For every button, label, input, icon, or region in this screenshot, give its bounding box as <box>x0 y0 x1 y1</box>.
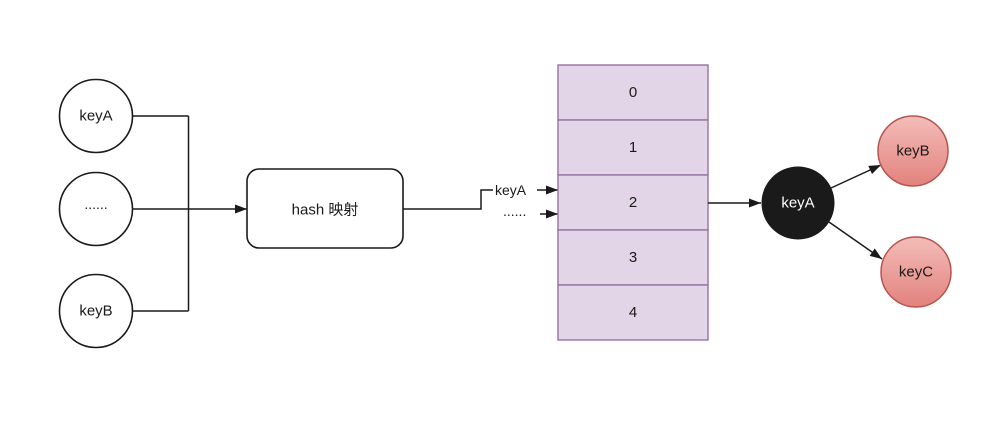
node-dots-left-label: ...... <box>84 196 107 212</box>
node-chain-keyb <box>877 115 949 187</box>
node-keya-left-label: keyA <box>79 108 112 125</box>
edge-hashbox-to-annotation <box>403 189 493 210</box>
array-cell-2-label: 2 <box>629 194 637 211</box>
node-keyb-left <box>58 273 134 349</box>
annotation-more-keys: ...... <box>503 203 526 219</box>
node-bucket-keya <box>761 166 835 240</box>
node-chain-keyb-label: keyB <box>896 143 929 160</box>
array-cell-4-label: 4 <box>629 304 637 321</box>
node-dots-left <box>58 171 134 247</box>
node-chain-keyc <box>880 236 952 308</box>
hash-box-label: hash 映射 <box>292 202 359 219</box>
hash-array: 0 1 2 3 4 <box>557 64 709 341</box>
node-chain-keyc-label: keyC <box>899 264 933 281</box>
array-cell-0 <box>557 64 709 121</box>
node-keya-left <box>58 78 134 154</box>
array-cell-0-label: 0 <box>629 84 637 101</box>
array-cell-1-label: 1 <box>629 139 637 156</box>
edge-bucket-to-keyc <box>828 221 883 260</box>
array-cell-1 <box>557 119 709 176</box>
array-cell-3-label: 3 <box>629 249 637 266</box>
node-bucket-keya-label: keyA <box>781 195 814 212</box>
edge-bucket-to-keyb <box>830 164 882 189</box>
annotation-mapped-key: keyA <box>495 182 527 198</box>
array-cell-2 <box>557 174 709 231</box>
array-cell-3 <box>557 229 709 286</box>
node-keyb-left-label: keyB <box>79 303 112 320</box>
array-cell-4 <box>557 284 709 341</box>
